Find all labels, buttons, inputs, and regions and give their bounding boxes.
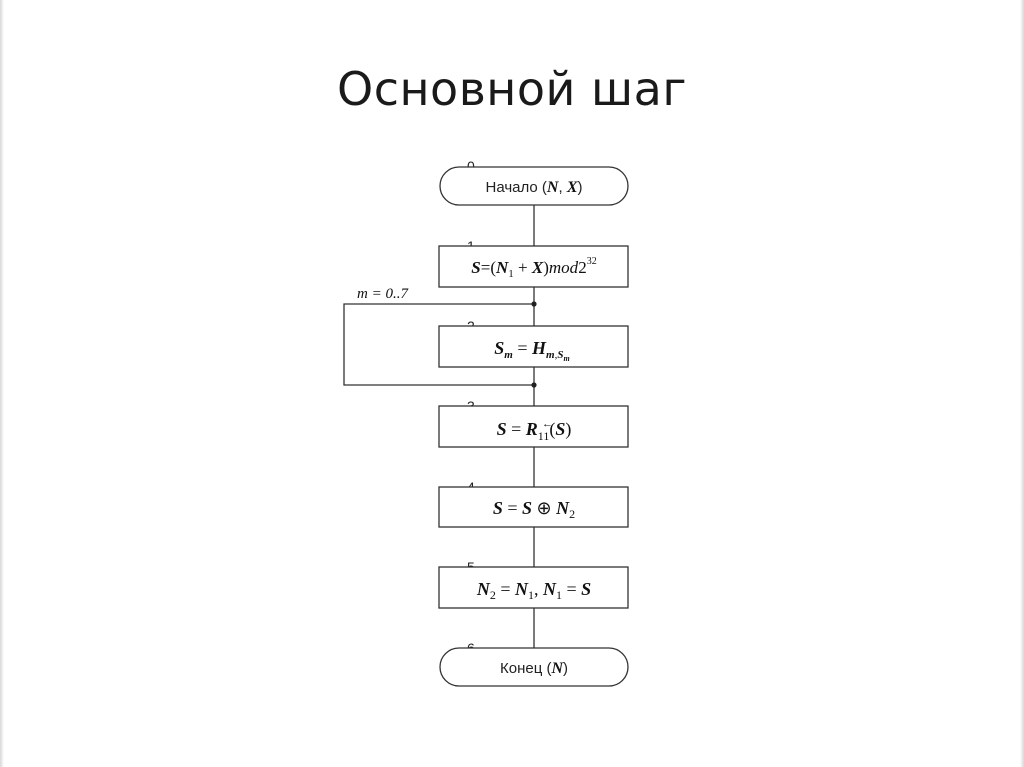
block-3: 3 S = R11(S) ←: [438, 398, 629, 448]
block-text: Конец (N): [500, 660, 568, 677]
block-text: S=(N1 + X)mod232: [471, 256, 596, 280]
loop-junction-bottom: [531, 382, 537, 388]
process-shape: [438, 566, 629, 609]
process-shape: [438, 245, 629, 288]
loop-junction-top: [531, 301, 537, 307]
slide-title: Основной шаг: [336, 62, 687, 116]
terminator-shape: [439, 166, 629, 206]
slide-right-edge: [1020, 0, 1024, 767]
process-shape: [438, 405, 629, 448]
process-shape: [438, 486, 629, 528]
block-4: 4 S = S ⊕ N2: [438, 479, 629, 528]
block-5: 5 N2 = N1, N1 = S: [438, 559, 629, 609]
block-number: 0: [467, 158, 475, 174]
block-text: Sm = Hm,Sm: [494, 338, 569, 363]
loop-path: [343, 303, 534, 386]
block-text: N2 = N1, N1 = S: [476, 579, 591, 602]
process-shape: [438, 325, 629, 368]
block-text: S = S ⊕ N2: [493, 498, 575, 521]
block-text: S = R11(S): [497, 419, 572, 443]
block-start: 0 Начало (N, X): [439, 158, 629, 206]
loop-label: m = 0..7: [357, 286, 409, 302]
terminator-shape: [439, 647, 629, 687]
block-1: 1 S=(N1 + X)mod232: [438, 238, 629, 288]
block-text: Начало (N, X): [485, 179, 582, 196]
block-2: 2 Sm = Hm,Sm: [438, 318, 629, 368]
block-end: 6 Конец (N): [439, 640, 629, 687]
rotate-left-arrow: ←: [542, 418, 553, 430]
slide-left-edge: [0, 0, 4, 767]
